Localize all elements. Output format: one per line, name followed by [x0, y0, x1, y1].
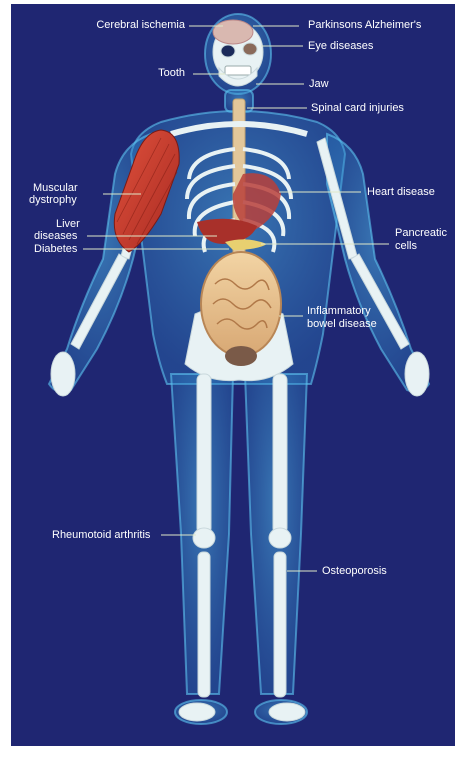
label-pancreatic-cells-line2: cells	[395, 240, 417, 252]
brain	[213, 20, 253, 44]
left-knee	[193, 528, 215, 548]
eye-socket-left	[221, 45, 235, 57]
bladder	[225, 346, 257, 366]
label-spinal-cord-injuries: Spinal card injuries	[311, 102, 404, 114]
right-foot	[269, 703, 305, 721]
label-tooth: Tooth	[111, 67, 185, 79]
label-cerebral-ischemia: Cerebral ischemia	[81, 19, 185, 31]
left-foot	[179, 703, 215, 721]
right-hand	[405, 352, 429, 396]
right-knee	[269, 528, 291, 548]
label-osteoporosis: Osteoporosis	[322, 565, 387, 577]
label-diabetes: Diabetes	[34, 243, 77, 255]
label-rheumatoid-arthritis: Rheumotoid arthritis	[52, 529, 150, 541]
label-jaw: Jaw	[309, 78, 329, 90]
human-body-figure	[11, 4, 455, 746]
diagram-background: Cerebral ischemia Parkinsons Alzheimer's…	[11, 4, 455, 746]
label-muscular-dystrophy-line1: Muscular	[33, 182, 78, 194]
label-parkinsons-alzheimers: Parkinsons Alzheimer's	[308, 19, 421, 31]
label-pancreatic-cells-line1: Pancreatic	[395, 227, 447, 239]
teeth	[225, 66, 251, 75]
label-inflammatory-bowel-line1: Inflammatory	[307, 305, 371, 317]
skeleton	[51, 20, 429, 721]
eye	[243, 43, 257, 55]
label-inflammatory-bowel-line2: bowel disease	[307, 318, 377, 330]
label-heart-disease: Heart disease	[367, 186, 435, 198]
right-femur	[273, 374, 287, 534]
right-tibia	[274, 552, 286, 697]
left-tibia	[198, 552, 210, 697]
label-muscular-dystrophy-line2: dystrophy	[29, 194, 77, 206]
label-liver-diseases-line1: Liver	[56, 218, 80, 230]
left-hand	[51, 352, 75, 396]
label-liver-diseases-line2: diseases	[34, 230, 77, 242]
left-femur	[197, 374, 211, 534]
label-eye-diseases: Eye diseases	[308, 40, 373, 52]
